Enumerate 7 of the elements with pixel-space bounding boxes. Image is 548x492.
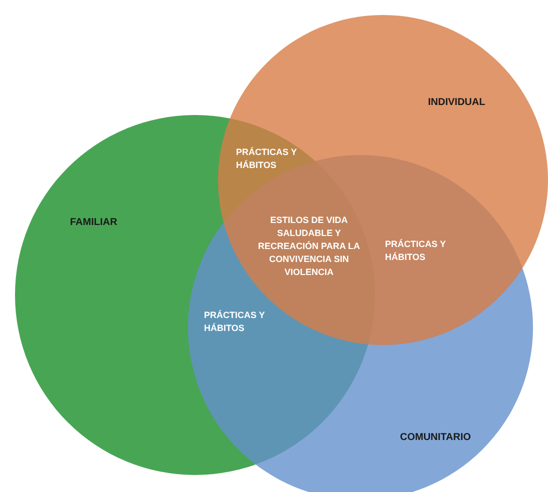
overlap-label: PRÁCTICAS Y HÁBITOS [204,309,266,335]
set-label: COMUNITARIO [400,432,471,443]
overlap-label: PRÁCTICAS Y HÁBITOS [385,238,447,264]
overlap-label: PRÁCTICAS Y HÁBITOS [236,146,298,172]
set-label: FAMILIAR [70,217,118,228]
set-label: INDIVIDUAL [428,97,486,108]
overlap-label: ESTILOS DE VIDA SALUDABLE Y RECREACIÓN PARA LA CONVIVENCIA SIN VIOLENCIA [256,214,361,279]
